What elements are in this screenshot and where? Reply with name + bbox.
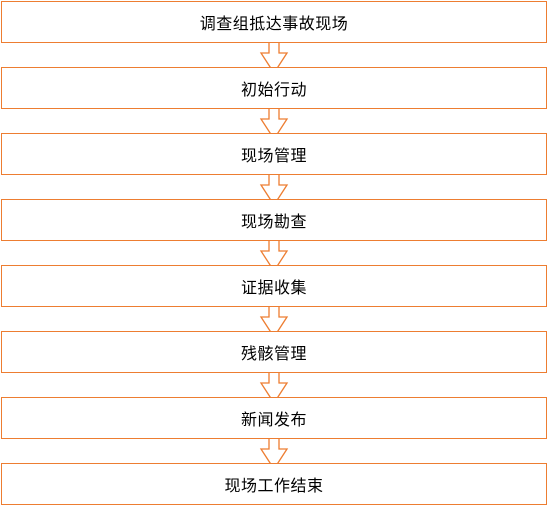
step-label: 现场勘查 xyxy=(240,212,307,231)
step-box-press-release: 新闻发布 xyxy=(1,397,547,439)
step-label: 新闻发布 xyxy=(240,410,307,429)
step-box-evidence-collection: 证据收集 xyxy=(1,265,547,307)
step-label: 现场管理 xyxy=(240,146,307,165)
step-label: 初始行动 xyxy=(240,80,307,99)
step-box-arrive: 调查组抵达事故现场 xyxy=(1,1,547,43)
step-box-scene-management: 现场管理 xyxy=(1,133,547,175)
step-label: 残骸管理 xyxy=(240,344,307,363)
step-box-work-complete: 现场工作结束 xyxy=(1,463,547,505)
step-box-initial-action: 初始行动 xyxy=(1,67,547,109)
step-label: 现场工作结束 xyxy=(224,476,324,495)
step-label: 证据收集 xyxy=(240,278,307,297)
step-label: 调查组抵达事故现场 xyxy=(199,14,349,33)
step-box-wreckage-management: 残骸管理 xyxy=(1,331,547,373)
step-box-scene-survey: 现场勘查 xyxy=(1,199,547,241)
